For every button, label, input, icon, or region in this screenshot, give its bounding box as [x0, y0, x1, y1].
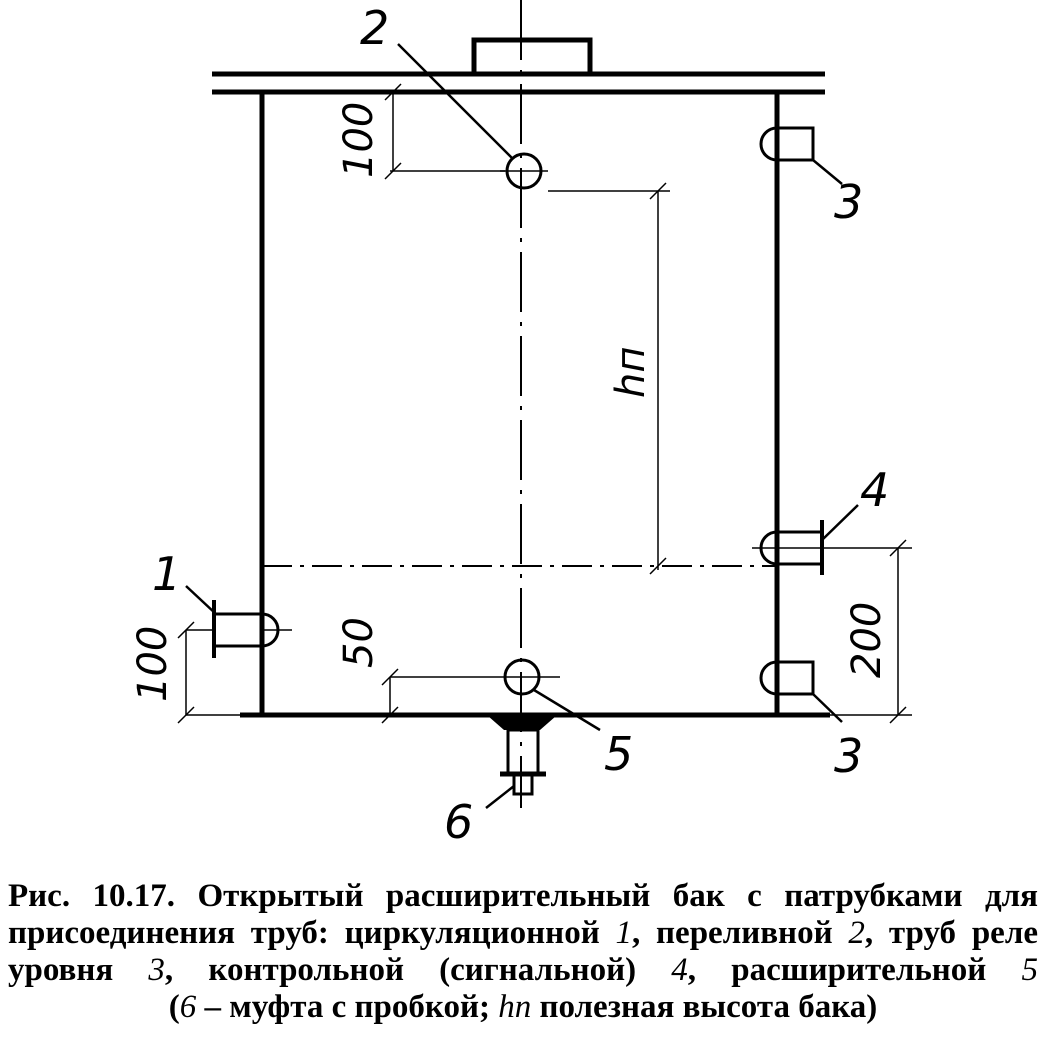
tank-body	[240, 92, 830, 718]
caption-line-2: присоединения труб: циркуляционной 1, пе…	[8, 915, 1038, 951]
figure-caption: Рис. 10.17. Открытый расширительный бак …	[8, 878, 1038, 1026]
callout-2: 2	[360, 1, 389, 55]
dimension-50	[381, 668, 399, 724]
dimension-label-200: 200	[844, 602, 890, 678]
dimension-100-left	[177, 621, 240, 724]
expansion-tank-drawing: 100 hп 100 50 200	[130, 0, 912, 849]
callout-3-bottom: 3	[834, 729, 863, 783]
coupling-with-plug	[488, 716, 556, 796]
top-hatch	[471, 37, 593, 74]
callout-6: 6	[444, 795, 473, 849]
dimension-label-100-top: 100	[336, 102, 382, 178]
caption-line-3: уровня 3, контрольной (сигнальной) 4, ра…	[8, 952, 1038, 988]
caption-line-4: (6 – муфта с пробкой; hп полезная высота…	[168, 989, 878, 1025]
leader-lines	[185, 43, 859, 809]
callout-3-top: 3	[834, 175, 863, 229]
dimension-100-top	[384, 83, 402, 180]
expansion-pipe	[390, 658, 560, 696]
caption-line-1: Рис. 10.17. Открытый расширительный бак …	[8, 878, 1038, 914]
level-relay-pipe-top	[759, 126, 815, 162]
tank-cover	[212, 71, 825, 95]
callout-4: 4	[860, 463, 889, 517]
dimension-label-100-left: 100	[130, 626, 176, 702]
callout-5: 5	[604, 727, 633, 781]
dimension-h	[548, 182, 670, 575]
dimension-200	[822, 539, 912, 724]
level-relay-pipe-bottom	[759, 660, 815, 696]
callout-1: 1	[152, 547, 181, 601]
dimension-label-50: 50	[336, 617, 382, 668]
overflow-pipe	[390, 152, 548, 190]
dimension-label-h: hп	[608, 346, 654, 398]
